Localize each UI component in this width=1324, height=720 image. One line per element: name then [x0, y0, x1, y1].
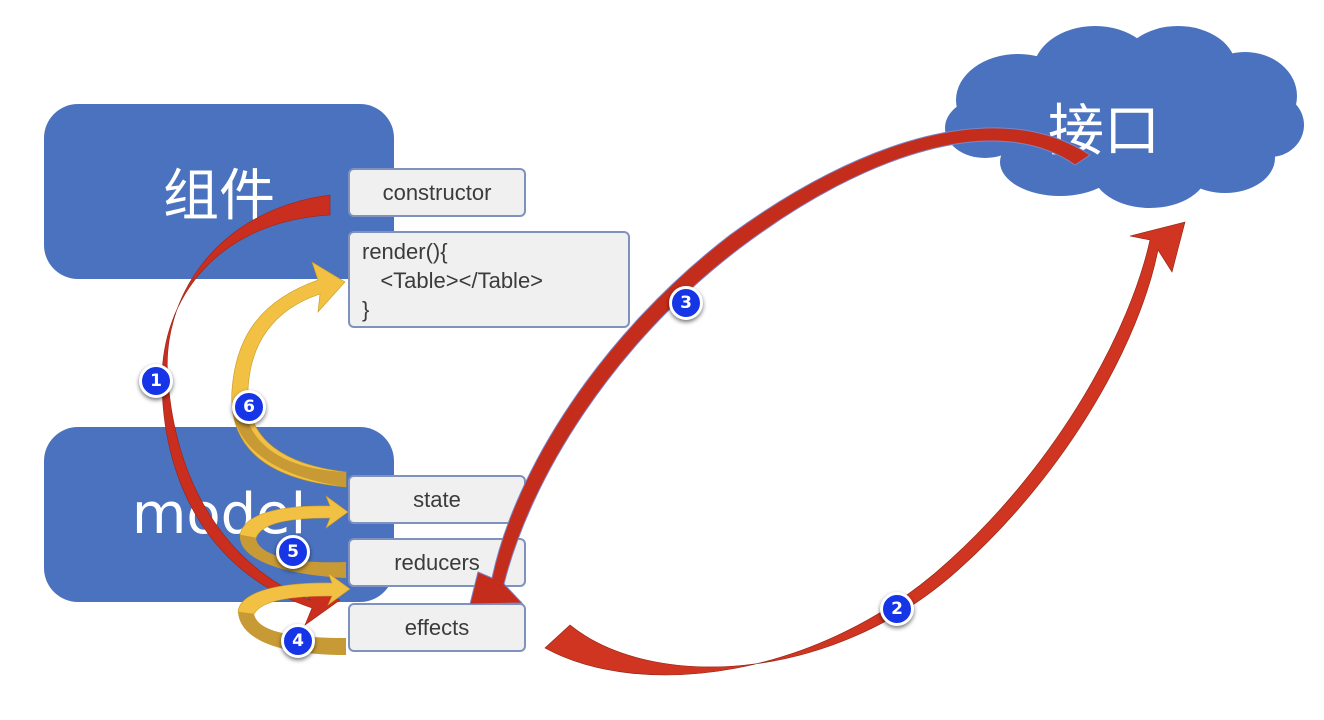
arrow-3 [469, 127, 1091, 605]
step-badge-6: 6 [232, 390, 266, 424]
model-label: model [131, 482, 307, 547]
state-box: state [348, 475, 526, 524]
step-badge-5: 5 [276, 535, 310, 569]
effects-box: effects [348, 603, 526, 652]
reducers-box: reducers [348, 538, 526, 587]
step-badge-1: 1 [139, 364, 173, 398]
state-label: state [413, 486, 461, 512]
effects-label: effects [404, 614, 470, 640]
component-label: 组件 [163, 164, 275, 229]
step-badge-2: 2 [880, 592, 914, 626]
model-block: model [44, 427, 394, 602]
step-badge-4: 4 [281, 624, 315, 658]
arrow-2 [544, 221, 1186, 676]
component-block: 组件 [44, 104, 394, 279]
step-badge-3: 3 [669, 286, 703, 320]
constructor-label: constructor [382, 179, 492, 205]
render-box: render(){ <Table></Table> } [348, 231, 630, 328]
render-line: render(){ [362, 239, 448, 264]
constructor-box: constructor [348, 168, 526, 217]
render-line: } [362, 297, 370, 322]
api-label: 接口 [1048, 99, 1160, 164]
reducers-label: reducers [394, 549, 480, 575]
render-line: <Table></Table> [362, 268, 544, 293]
